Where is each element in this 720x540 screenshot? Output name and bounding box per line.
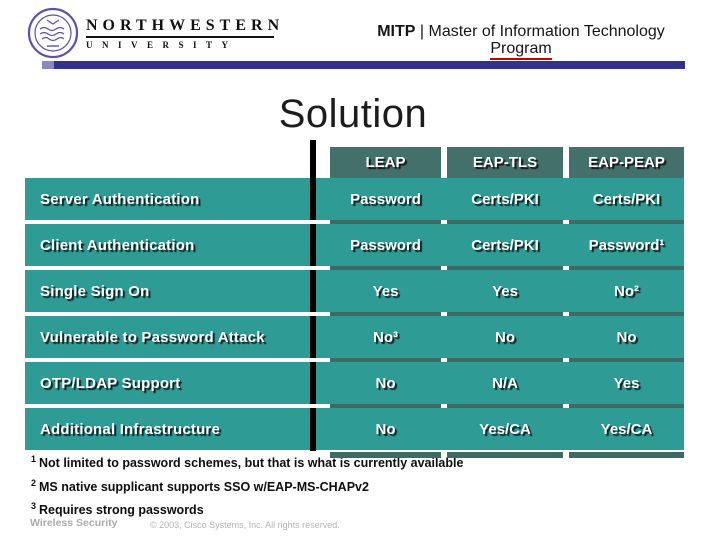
university-name: NORTHWESTERN bbox=[86, 17, 285, 34]
table-row: Single Sign On Yes Yes No² bbox=[25, 270, 684, 312]
cell-value: Certs/PKI bbox=[471, 191, 539, 208]
table-row: Additional Infrastructure No Yes/CA Yes/… bbox=[25, 408, 684, 450]
row-separator bbox=[25, 266, 684, 270]
cell-value: No bbox=[375, 375, 396, 392]
northwestern-seal-icon bbox=[27, 7, 79, 59]
row-separator bbox=[25, 312, 684, 316]
cell-value: No bbox=[616, 329, 637, 346]
table-row: Vulnerable to Password Attack No³ No No bbox=[25, 316, 684, 358]
cell-value: Yes/CA bbox=[479, 421, 531, 438]
university-subtitle: UNIVERSITY bbox=[86, 40, 238, 50]
cell-value: No² bbox=[614, 283, 639, 300]
table-row: Server Authentication Password Certs/PKI… bbox=[25, 178, 684, 220]
cell-value: Yes bbox=[613, 375, 640, 392]
cell-value: No³ bbox=[373, 329, 398, 346]
comparison-table: LEAP EAP-TLS EAP-PEAP Server Authenticat… bbox=[25, 140, 685, 462]
table-bottom-bars bbox=[25, 452, 684, 458]
program-abbr: MITP bbox=[377, 23, 416, 40]
program-header: MITP | Master of Information Technology … bbox=[358, 23, 684, 60]
cell-value: Password bbox=[350, 191, 421, 208]
table-row: Client Authentication Password Certs/PKI… bbox=[25, 224, 684, 266]
footer-copyright: © 2003, Cisco Systems, Inc. All rights r… bbox=[150, 520, 340, 530]
row-separator bbox=[25, 404, 684, 408]
footer-course-label: Wireless Security bbox=[30, 517, 118, 529]
cell-value: Yes bbox=[492, 283, 518, 300]
cell-value: Password¹ bbox=[588, 237, 665, 254]
cell-value: No bbox=[495, 329, 515, 346]
cell-value: Certs/PKI bbox=[471, 237, 539, 254]
row-separator bbox=[25, 220, 684, 224]
col-header-leap: LEAP bbox=[330, 147, 441, 178]
column-divider-line bbox=[310, 140, 316, 451]
program-title: | Master of Information Technology bbox=[419, 23, 665, 40]
wordmark-rule bbox=[86, 36, 274, 38]
separator-white bbox=[25, 220, 330, 224]
header-accent-bar bbox=[42, 61, 685, 69]
table-row: OTP/LDAP Support No N/A Yes bbox=[25, 362, 684, 404]
row-separator bbox=[25, 358, 684, 362]
accent-bar-cap bbox=[42, 61, 54, 69]
cell-value: Yes bbox=[372, 283, 399, 300]
row-label: OTP/LDAP Support bbox=[40, 375, 181, 392]
cell-value: N/A bbox=[492, 375, 518, 392]
row-label: Vulnerable to Password Attack bbox=[40, 329, 265, 346]
row-label: Client Authentication bbox=[40, 237, 195, 254]
cell-value: Password bbox=[350, 237, 421, 254]
program-line2: Program bbox=[490, 40, 552, 60]
row-label: Single Sign On bbox=[40, 283, 150, 300]
slide-title: Solution bbox=[278, 92, 428, 136]
col-header-eap-tls: EAP-TLS bbox=[447, 147, 563, 178]
cell-value: Yes/CA bbox=[600, 421, 653, 438]
row-label: Additional Infrastructure bbox=[40, 421, 221, 438]
cell-value: Certs/PKI bbox=[592, 191, 661, 208]
row-label: Server Authentication bbox=[40, 191, 200, 208]
col-header-eap-peap: EAP-PEAP bbox=[569, 147, 684, 178]
cell-value: No bbox=[375, 421, 396, 438]
university-wordmark: NORTHWESTERN UNIVERSITY bbox=[86, 17, 285, 50]
